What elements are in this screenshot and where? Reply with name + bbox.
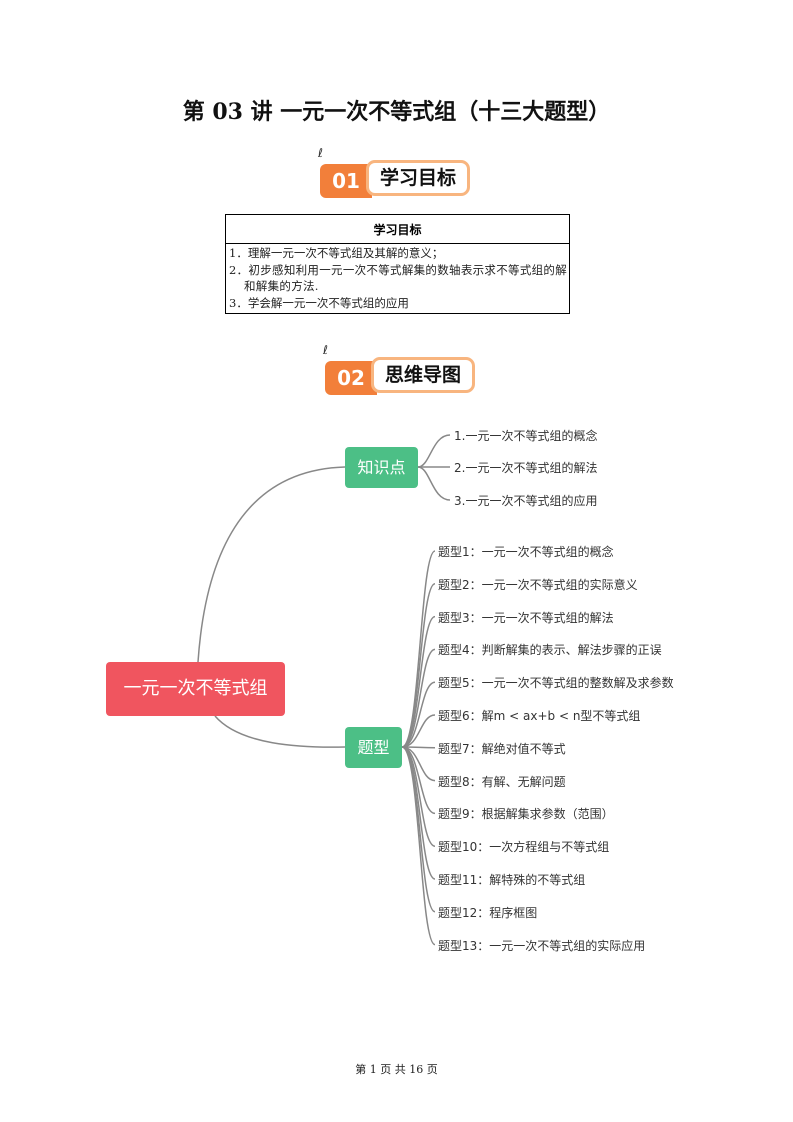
section-number: 01 [320,164,372,198]
connector-question-item [401,714,436,748]
question-type-item: 题型12：程序框图 [438,905,538,920]
question-type-item: 题型9：根据解集求参数（范围） [438,807,614,822]
section-badge-mindmap: ℓ 02 思维导图 [323,343,477,395]
connector-knowledge-item [417,466,451,501]
section-badge-goals: ℓ 01 学习目标 [318,146,472,198]
goals-table-header: 学习目标 [225,214,570,244]
knowledge-point-item: 2.一元一次不等式组的解法 [454,461,598,475]
connector-question-item [401,746,436,946]
question-type-item: 题型11：解特殊的不等式组 [438,873,586,887]
connector-question-item [401,681,436,748]
goal-item: 3．学会解一元一次不等式组的应用 [229,295,409,310]
connector-question-item [401,648,436,748]
page-footer: 第 1 页 共 16 页 [355,1063,438,1076]
connector-root-knowledge [197,466,346,663]
question-type-item: 题型7：解绝对值不等式 [438,741,566,756]
question-type-item: 题型13：一元一次不等式组的实际应用 [438,938,646,953]
mindmap-root: 一元一次不等式组 [106,662,285,716]
question-type-item: 题型5：一元一次不等式组的整数解及求参数 [438,676,674,691]
connector-root-questions [214,715,346,748]
goals-table: 学习目标 1．理解一元一次不等式组及其解的意义； 2．初步感知利用一元一次不等式… [225,214,570,314]
curl-icon: ℓ [323,343,328,357]
connector-knowledge-item [417,434,451,468]
mindmap-branch-question-types: 题型 [345,727,402,768]
section-label: 学习目标 [366,160,470,196]
question-type-item: 题型1：一元一次不等式组的概念 [438,545,614,559]
question-type-item: 题型10：一次方程组与不等式组 [438,840,610,855]
section-number: 02 [325,361,377,395]
connector-question-item [401,615,436,748]
knowledge-point-item: 3.一元一次不等式组的应用 [454,494,598,508]
page-title: 第 03 讲 一元一次不等式组（十三大题型） [182,99,611,125]
goal-item: 2．初步感知利用一元一次不等式解集的数轴表示求不等式组的解和解集的方法. [229,262,568,294]
goal-item: 1．理解一元一次不等式组及其解的意义； [229,246,444,260]
question-type-item: 题型6：解m < ax+b < n型不等式组 [438,709,641,723]
question-type-item: 题型8：有解、无解问题 [438,774,566,789]
question-type-item: 题型3：一元一次不等式组的解法 [438,610,614,625]
mindmap-branch-knowledge: 知识点 [345,447,418,488]
curl-icon: ℓ [318,146,323,160]
knowledge-point-item: 1.一元一次不等式组的概念 [454,429,598,443]
question-type-item: 题型4：判断解集的表示、解法步骤的正误 [438,643,662,658]
question-type-item: 题型2：一元一次不等式组的实际意义 [438,577,638,592]
section-label: 思维导图 [371,357,475,393]
